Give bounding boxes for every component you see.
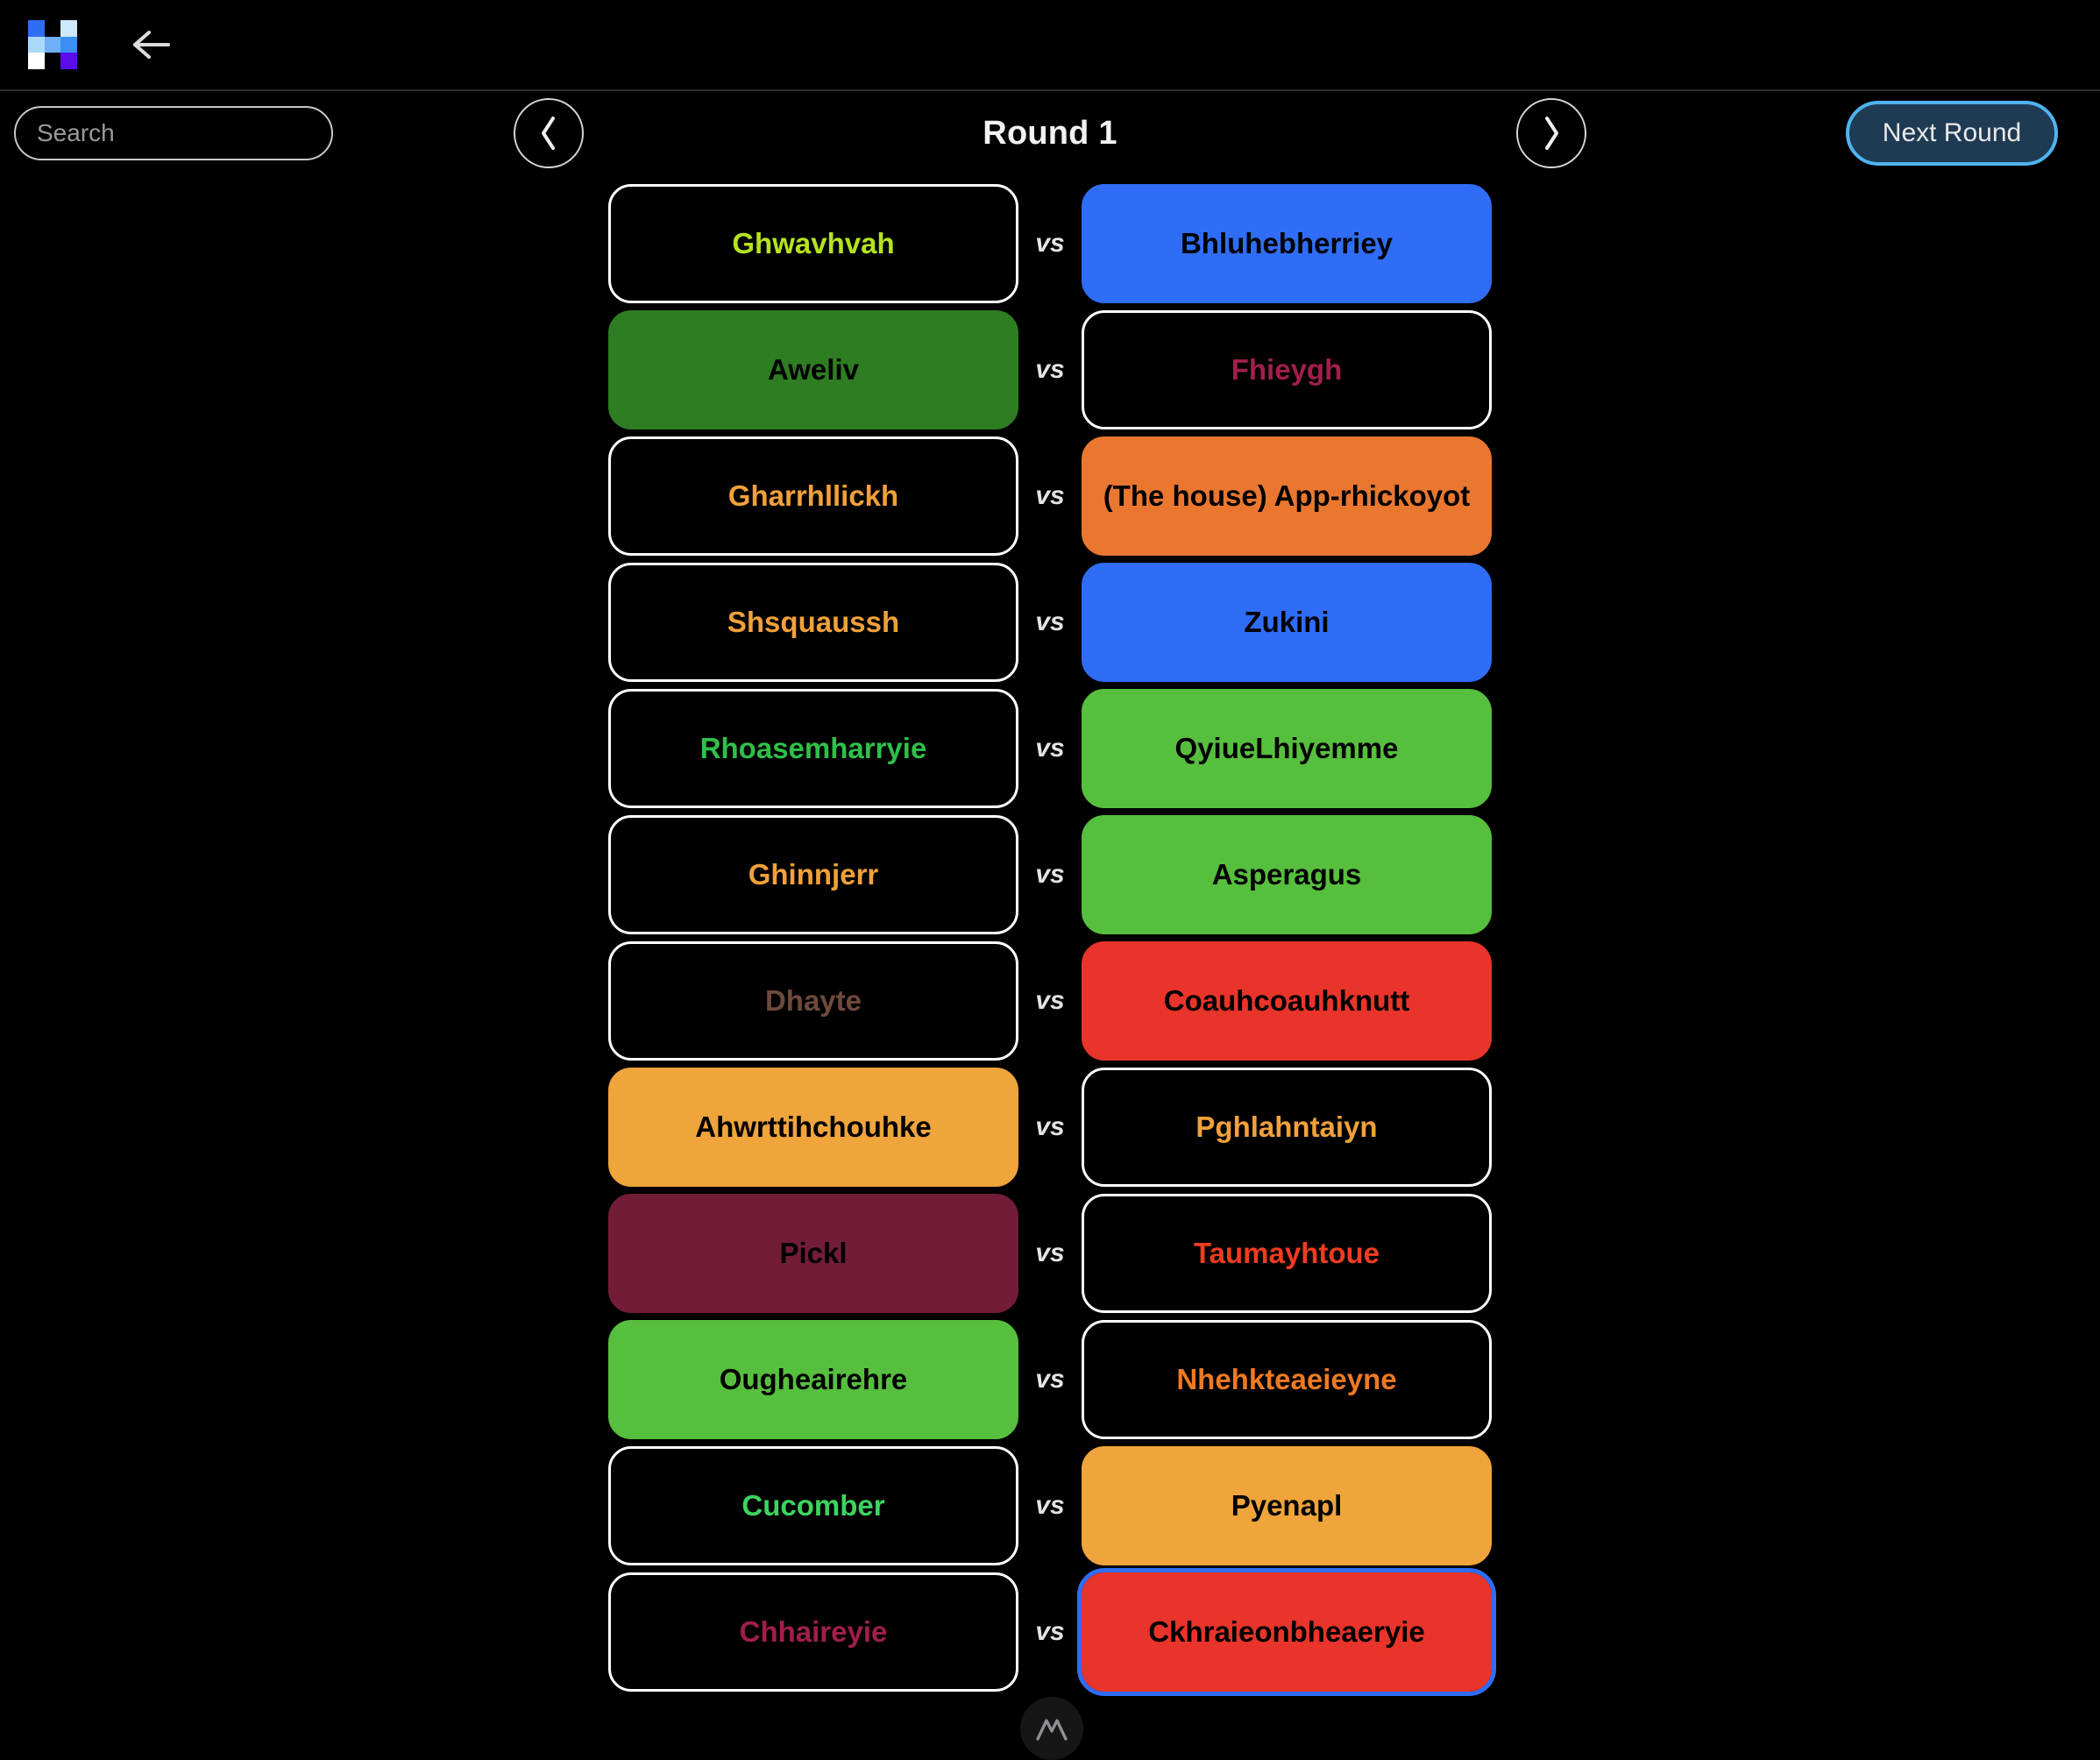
competitor-right[interactable]: Ckhraieonbheaeryie bbox=[1077, 1568, 1496, 1696]
match-row: Chhaireyie vs Ckhraieonbheaeryie bbox=[0, 1568, 2100, 1696]
competitor-right[interactable]: Taumayhtoue bbox=[1082, 1194, 1492, 1313]
round-title: Round 1 bbox=[983, 114, 1117, 152]
competitor-left[interactable]: Ougheairehre bbox=[608, 1320, 1018, 1439]
previous-round-button[interactable] bbox=[514, 98, 584, 168]
match-row: Ghinnjerr vs Asperagus bbox=[0, 812, 2100, 938]
match-row: Ghwavhvah vs Bhluhebherriey bbox=[0, 181, 2100, 307]
app-logo-icon bbox=[28, 20, 77, 69]
competitor-right[interactable]: Fhieygh bbox=[1082, 310, 1492, 429]
logo-tile-4 bbox=[44, 36, 61, 53]
match-row: Shsquaussh vs Zukini bbox=[0, 559, 2100, 685]
vs-label: vs bbox=[1035, 355, 1065, 384]
competitor-left[interactable]: Chhaireyie bbox=[608, 1572, 1018, 1692]
competitor-left[interactable]: Aweliv bbox=[608, 310, 1018, 429]
competitor-right[interactable]: Pghlahntaiyn bbox=[1082, 1068, 1492, 1187]
match-row: Gharrhllickh vs (The house) App-rhickoyot bbox=[0, 433, 2100, 559]
controls-bar: Round 1 Next Round bbox=[0, 91, 2100, 175]
search-input[interactable] bbox=[14, 106, 333, 160]
logo-tile-7 bbox=[44, 53, 61, 69]
competitor-right[interactable]: Zukini bbox=[1082, 563, 1492, 682]
match-row: Ougheairehre vs Nhehkteaeieyne bbox=[0, 1316, 2100, 1443]
logo-tile-5 bbox=[60, 36, 77, 53]
logo-tile-6 bbox=[28, 53, 45, 69]
logo-tile-0 bbox=[28, 20, 45, 37]
competitor-left[interactable]: Rhoasemharryie bbox=[608, 689, 1018, 808]
competitor-left[interactable]: Dhayte bbox=[608, 941, 1018, 1061]
vs-label: vs bbox=[1035, 734, 1065, 763]
competitor-left[interactable]: Ghinnjerr bbox=[608, 815, 1018, 934]
match-row: Dhayte vs Coauhcoauhknutt bbox=[0, 938, 2100, 1064]
vs-label: vs bbox=[1035, 229, 1065, 258]
competitor-right[interactable]: Bhluhebherriey bbox=[1082, 184, 1492, 303]
vs-label: vs bbox=[1035, 1491, 1065, 1520]
round-navigation: Round 1 bbox=[514, 98, 1586, 168]
competitor-left[interactable]: Ghwavhvah bbox=[608, 184, 1018, 303]
competitor-right[interactable]: Coauhcoauhknutt bbox=[1082, 941, 1492, 1061]
match-row: Ahwrttihchouhke vs Pghlahntaiyn bbox=[0, 1064, 2100, 1190]
match-row: Aweliv vs Fhieygh bbox=[0, 307, 2100, 433]
logo-tile-2 bbox=[60, 20, 77, 37]
competitor-right[interactable]: Pyenapl bbox=[1082, 1446, 1492, 1565]
vs-label: vs bbox=[1035, 1112, 1065, 1141]
competitor-left[interactable]: Gharrhllickh bbox=[608, 436, 1018, 556]
competitor-right[interactable]: Nhehkteaeieyne bbox=[1082, 1320, 1492, 1439]
vs-label: vs bbox=[1035, 481, 1065, 510]
match-row: Rhoasemharryie vs QyiueLhiyemme bbox=[0, 685, 2100, 812]
competitor-left[interactable]: Shsquaussh bbox=[608, 563, 1018, 682]
competitor-left[interactable]: Cucomber bbox=[608, 1446, 1018, 1565]
back-arrow-icon[interactable] bbox=[128, 21, 175, 68]
vs-label: vs bbox=[1035, 607, 1065, 636]
logo-tile-8 bbox=[60, 53, 77, 69]
vs-label: vs bbox=[1035, 1365, 1065, 1394]
vs-label: vs bbox=[1035, 860, 1065, 889]
mountain-icon[interactable] bbox=[1020, 1697, 1083, 1760]
competitor-right[interactable]: QyiueLhiyemme bbox=[1082, 689, 1492, 808]
top-bar bbox=[0, 0, 2100, 91]
logo-tile-1 bbox=[44, 20, 61, 37]
vs-label: vs bbox=[1035, 1617, 1065, 1646]
match-row: Cucomber vs Pyenapl bbox=[0, 1443, 2100, 1569]
logo-tile-3 bbox=[28, 36, 45, 53]
competitor-left[interactable]: Ahwrttihchouhke bbox=[608, 1068, 1018, 1187]
competitor-right[interactable]: (The house) App-rhickoyot bbox=[1082, 436, 1492, 556]
next-round-arrow-button[interactable] bbox=[1516, 98, 1586, 168]
next-round-button[interactable]: Next Round bbox=[1846, 101, 2058, 166]
competitor-left[interactable]: Pickl bbox=[608, 1194, 1018, 1313]
vs-label: vs bbox=[1035, 986, 1065, 1015]
vs-label: vs bbox=[1035, 1238, 1065, 1267]
competitor-right[interactable]: Asperagus bbox=[1082, 815, 1492, 934]
